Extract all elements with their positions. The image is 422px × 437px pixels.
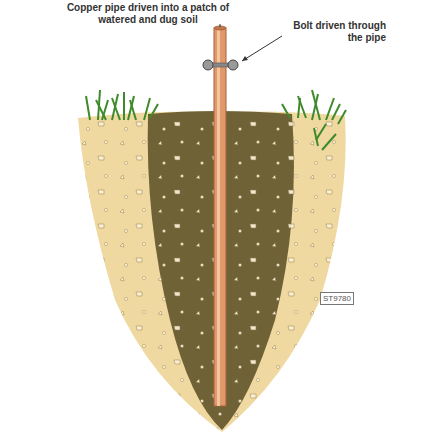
grass [282,90,346,150]
bolt-label: Bolt driven through the pipe [286,20,386,44]
pipe-label: Copper pipe driven into a patch of water… [48,2,248,26]
leader-line [242,36,282,61]
copper-pipe [214,28,226,406]
leader-line [220,24,221,27]
code-text: ST9780 [323,293,351,304]
code-box: ST9780 [320,292,354,305]
outer-soil [78,112,346,433]
grass [86,90,158,120]
